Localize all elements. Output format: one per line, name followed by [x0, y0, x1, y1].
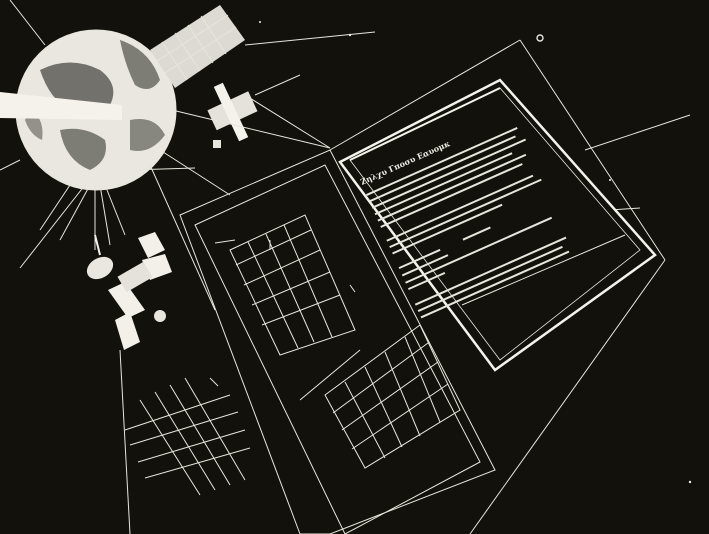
document-panel: Ζηλχυ Γποσυ Εαυομκ [338, 78, 657, 372]
satellite-icon [86, 232, 172, 350]
grid-diagram [324, 324, 461, 469]
solar-panel [150, 5, 245, 88]
grid-diagram [124, 377, 251, 496]
signal-lines [0, 0, 376, 534]
document-text: Ζηλχυ Γποσυ Εαυομκ [359, 127, 570, 319]
blueprint-frame [179, 39, 691, 534]
globe-icon [0, 29, 177, 191]
grid-diagram [214, 214, 356, 356]
